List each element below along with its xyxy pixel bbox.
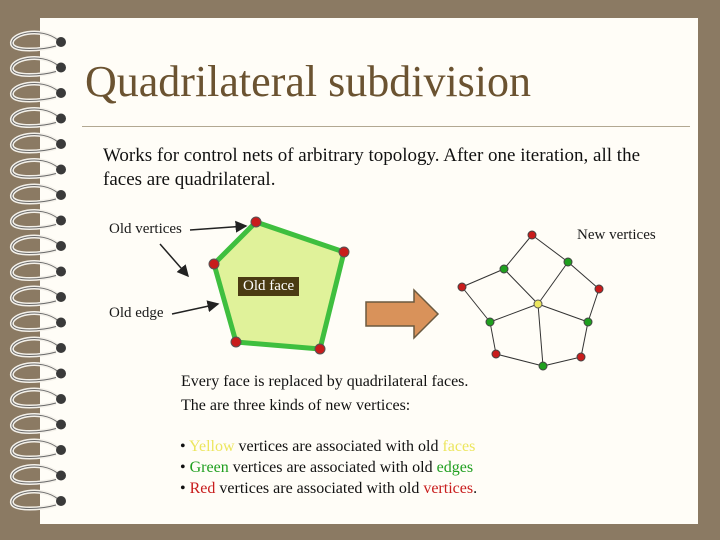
binding-hole xyxy=(56,368,66,379)
binding-hole xyxy=(56,419,66,430)
binding-hole xyxy=(56,190,66,200)
binding-hole xyxy=(56,164,66,175)
binding-hole xyxy=(56,113,66,124)
new-vertices-label: New vertices xyxy=(577,227,656,243)
binding-hole xyxy=(56,266,66,277)
edge-vertex xyxy=(485,317,495,327)
binding-hole xyxy=(56,317,66,328)
edge-vertex xyxy=(499,264,509,274)
binding-hole xyxy=(56,445,66,455)
binding-hole xyxy=(56,394,66,404)
description: Every face is replaced by quadrilateral … xyxy=(181,370,468,418)
old-edge-label: Old edge xyxy=(109,305,164,321)
binding-hole xyxy=(56,343,66,353)
transform-arrow xyxy=(365,288,440,340)
vertex-kinds-list: • Yellow vertices are associated with ol… xyxy=(180,436,477,499)
binding-hole xyxy=(56,292,66,302)
old-vertex xyxy=(250,216,262,228)
intro-text: Works for control nets of arbitrary topo… xyxy=(103,145,641,190)
description-line: The are three kinds of new vertices: xyxy=(181,397,411,414)
old-edge-pointer xyxy=(171,300,220,315)
old-vertices-label: Old vertices xyxy=(109,221,182,237)
old-vertices-pointer xyxy=(189,220,248,233)
binding-hole xyxy=(56,470,66,481)
binding-hole xyxy=(56,37,66,47)
binding-hole xyxy=(56,241,66,251)
slide-page xyxy=(40,18,698,524)
old-vertex xyxy=(230,336,242,348)
old-vertex xyxy=(314,343,326,355)
list-item: • Yellow vertices are associated with ol… xyxy=(180,438,476,455)
edge-vertex xyxy=(538,361,548,371)
binding-hole xyxy=(56,88,66,98)
vertex-vertex xyxy=(527,230,537,240)
list-item: • Green vertices are associated with old… xyxy=(180,459,474,476)
vertex-vertex xyxy=(576,352,586,362)
subdivided-mesh xyxy=(461,234,600,367)
old-vertices-pointer xyxy=(159,243,189,278)
spiral-binding xyxy=(10,30,66,511)
vertex-vertex xyxy=(594,284,604,294)
edge-vertex xyxy=(583,317,593,327)
old-face-label: Old face xyxy=(238,277,300,296)
face-vertex xyxy=(533,299,543,309)
edge-vertex xyxy=(563,257,573,267)
binding-hole xyxy=(56,139,66,149)
title-divider xyxy=(82,126,690,127)
slide-title: Quadrilateral subdivision xyxy=(85,57,532,106)
binding-hole xyxy=(56,215,66,226)
vertex-vertex xyxy=(491,349,501,359)
vertex-vertex xyxy=(457,282,467,292)
binding-hole xyxy=(56,496,66,506)
list-item: • Red vertices are associated with old v… xyxy=(180,480,478,497)
old-vertex xyxy=(338,246,350,258)
old-vertex xyxy=(208,258,220,270)
binding-hole xyxy=(56,62,66,73)
description-line: Every face is replaced by quadrilateral … xyxy=(181,373,469,390)
